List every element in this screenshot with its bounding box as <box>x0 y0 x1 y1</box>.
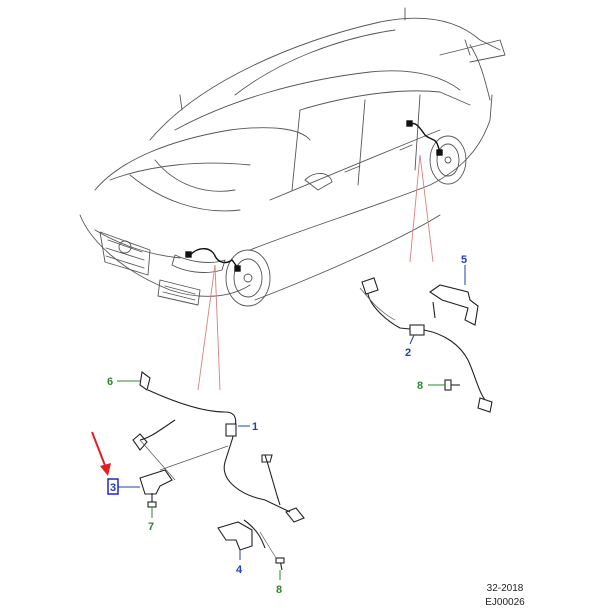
callout-8-lower[interactable]: 8 <box>276 570 282 596</box>
callout-3-highlight-box <box>107 478 119 495</box>
car-harness-front <box>185 248 241 272</box>
callout-7-label: 7 <box>148 521 154 533</box>
callout-5[interactable]: 5 <box>461 254 467 285</box>
footer-ref-code: EJ00026 <box>485 597 525 608</box>
car-illustration <box>79 7 506 307</box>
car-harness-rear <box>406 120 443 156</box>
callout-3-label: 3 <box>110 482 116 494</box>
callout-5-label: 5 <box>461 254 467 266</box>
footer-year-code: 32-2018 <box>487 583 524 594</box>
callout-2-label: 2 <box>405 347 411 359</box>
callout-8-upper-label: 8 <box>417 380 423 392</box>
leader-lines <box>197 154 434 391</box>
callout-8-upper[interactable]: 8 <box>417 380 445 392</box>
diagram-footer: 32-2018 EJ00026 <box>485 583 525 608</box>
front-wheel-speed-sensor <box>132 371 305 571</box>
callout-7[interactable]: 7 <box>148 507 154 533</box>
red-pointer-arrow <box>91 431 111 476</box>
callout-3[interactable]: 3 <box>107 478 140 495</box>
callout-8-lower-label: 8 <box>276 584 282 596</box>
callout-4-label: 4 <box>236 564 243 576</box>
callout-1[interactable]: 1 <box>238 421 258 433</box>
callout-6-label: 6 <box>107 376 113 388</box>
callout-4[interactable]: 4 <box>236 550 243 576</box>
callout-2[interactable]: 2 <box>405 334 415 359</box>
callout-1-label: 1 <box>252 421 258 433</box>
callout-6[interactable]: 6 <box>107 376 140 388</box>
rear-wheel-speed-sensor <box>359 277 493 413</box>
